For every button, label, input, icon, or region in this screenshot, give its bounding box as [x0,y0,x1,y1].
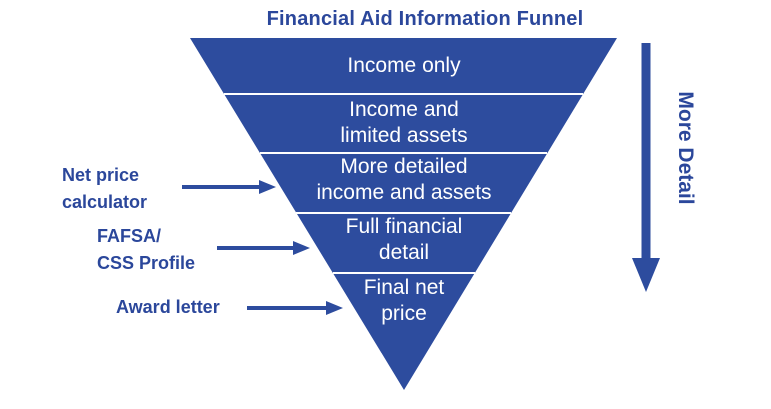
funnel-level-full-financial-detail: Full financial detail [345,215,463,264]
arrow-head-icon [293,241,310,255]
label-net-price-calculator: Net price calculator [62,165,148,212]
label-fafsa-css-profile: FAFSA/ CSS Profile [97,226,196,273]
arrow-fafsa-css-profile [217,241,310,255]
label-award-letter: Award letter [116,297,220,317]
arrow-award-letter [247,301,343,315]
more-detail-arrow-icon [632,43,660,292]
funnel-level-detailed-income-assets: More detailed income and assets [316,155,492,204]
diagram-title: Financial Aid Information Funnel [266,8,584,30]
more-detail-label: More Detail [674,91,697,205]
arrow-head-icon [259,180,276,194]
funnel-level-income-limited-assets: Income and limited assets [340,98,468,147]
arrow-head-icon [326,301,343,315]
arrow-head-icon [632,258,660,292]
funnel-level-income-only: Income only [347,54,461,77]
arrow-net-price-calculator [182,180,276,194]
funnel-level-final-net-price: Final net price [363,276,445,325]
